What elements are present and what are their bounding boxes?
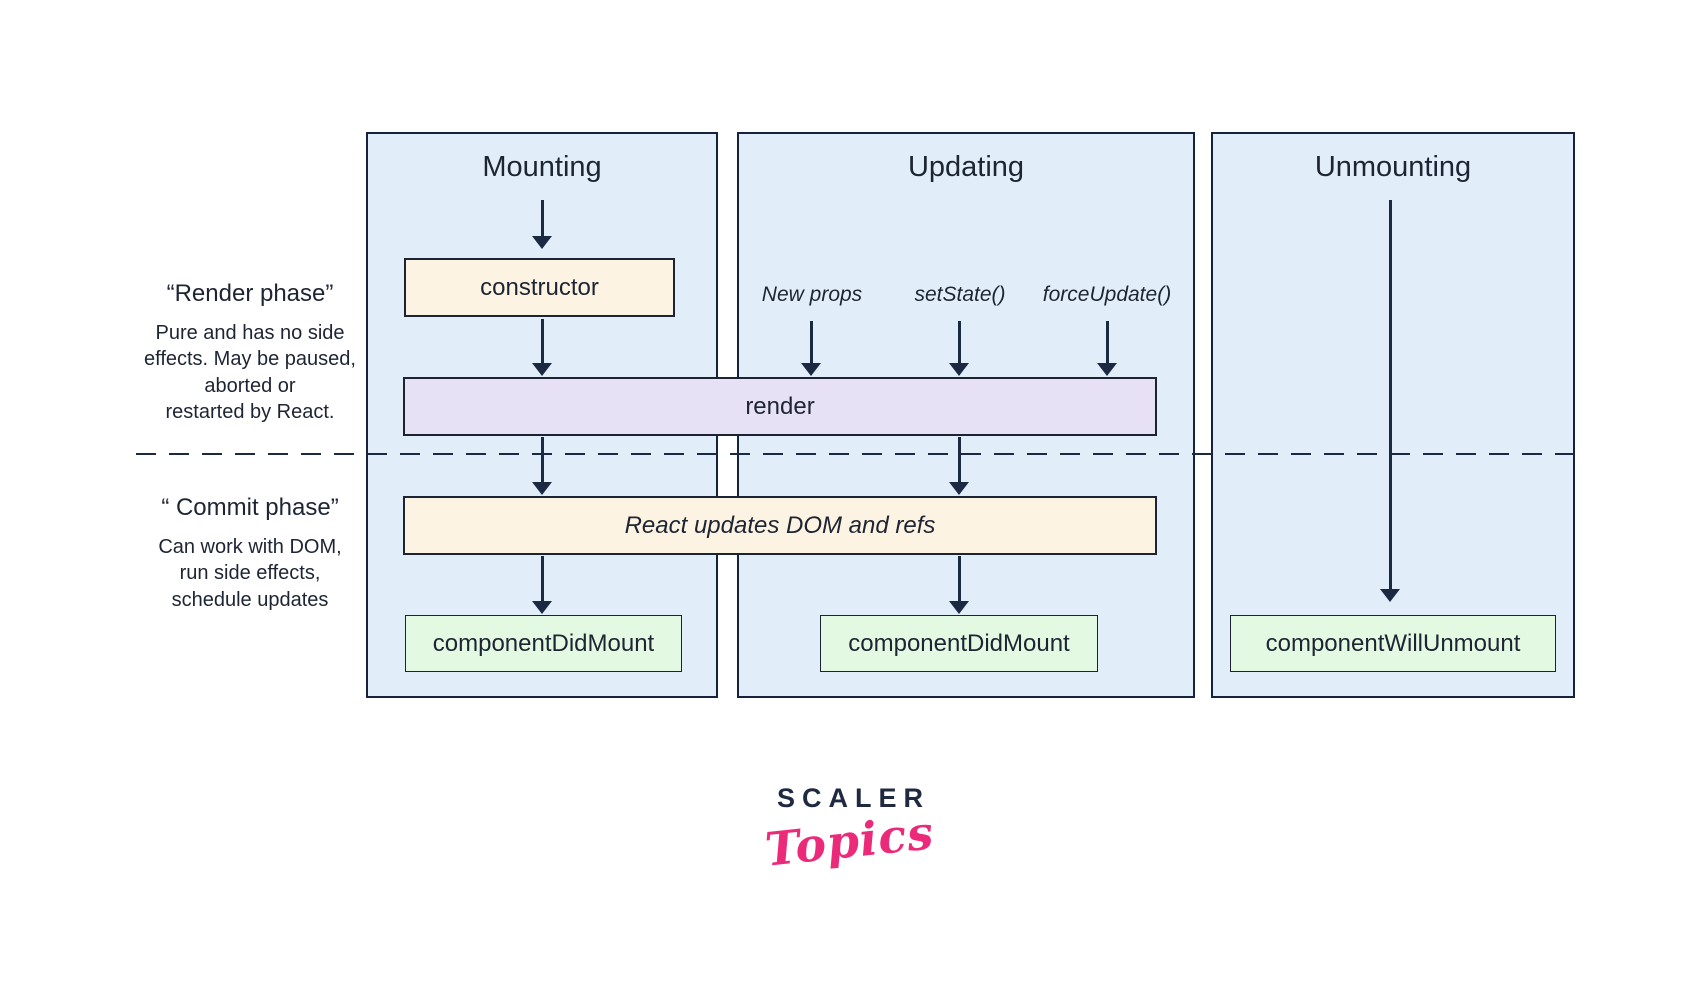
component-will-unmount-label: componentWillUnmount — [1265, 629, 1521, 657]
react-updates-dom-label: React updates DOM and refs — [624, 511, 936, 539]
render-label: render — [745, 392, 815, 420]
arrow-down-icon — [540, 556, 544, 602]
arrow-down-icon — [540, 437, 544, 483]
new-props-label: New props — [761, 283, 863, 306]
phase-separator-dashed-line — [136, 453, 1576, 455]
scaler-logo-text: SCALER — [776, 783, 930, 813]
arrow-down-icon — [809, 321, 813, 364]
component-did-mount-box-mounting: componentDidMount — [405, 615, 682, 672]
arrow-down-icon — [957, 556, 961, 602]
arrow-down-icon — [957, 437, 961, 483]
arrow-down-icon — [1105, 321, 1109, 364]
render-phase-title: “Render phase” — [166, 280, 334, 307]
render-bar: render — [403, 377, 1157, 436]
unmounting-title: Unmounting — [1314, 151, 1472, 183]
updating-title: Updating — [907, 151, 1025, 183]
react-updates-dom-bar: React updates DOM and refs — [403, 496, 1157, 555]
render-phase-description: Pure and has no side effects. May be pau… — [144, 322, 356, 424]
component-did-mount-label: componentDidMount — [432, 629, 655, 657]
component-did-mount-box-updating: componentDidMount — [820, 615, 1098, 672]
arrow-down-icon — [540, 319, 544, 364]
arrow-down-icon — [540, 200, 544, 237]
unmounting-column — [1211, 132, 1575, 698]
constructor-label: constructor — [480, 273, 599, 301]
arrow-down-icon — [1388, 200, 1392, 590]
mounting-title: Mounting — [482, 151, 602, 183]
arrow-down-icon — [957, 321, 961, 364]
commit-phase-title: “ Commit phase” — [161, 494, 339, 521]
set-state-label: setState() — [914, 283, 1006, 306]
component-did-mount-label: componentDidMount — [848, 629, 1070, 657]
component-will-unmount-box: componentWillUnmount — [1230, 615, 1556, 672]
force-update-label: forceUpdate() — [1042, 283, 1172, 306]
scaler-topics-logo: SCALER Topics — [700, 783, 1000, 877]
constructor-box: constructor — [404, 258, 675, 317]
commit-phase-description: Can work with DOM, run side effects, sch… — [158, 536, 342, 611]
topics-logo-text: Topics — [763, 805, 937, 877]
